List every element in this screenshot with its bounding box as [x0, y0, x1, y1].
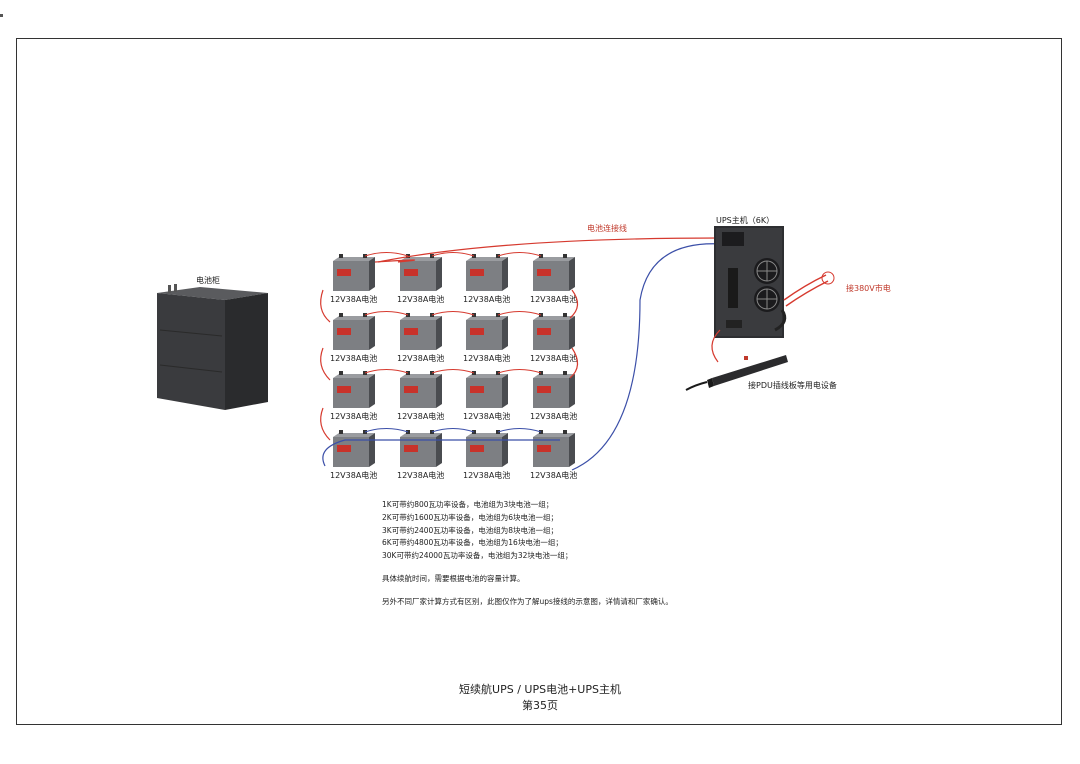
battery-label: 12V38A电池: [463, 353, 510, 363]
note-line: 30K可带约24000瓦功率设备，电池组为32块电池一组；: [382, 551, 573, 561]
series-link-wire: [364, 311, 409, 316]
battery-unit: 12V38A电池: [330, 313, 377, 363]
footer-page-number: 第35页: [522, 699, 558, 712]
battery-label: 12V38A电池: [397, 294, 444, 304]
battery-label: 12V38A电池: [530, 411, 577, 421]
battery-unit: 12V38A电池: [463, 430, 510, 480]
series-link-wire: [497, 311, 542, 316]
battery-label: 12V38A电池: [530, 294, 577, 304]
battery-label: 12V38A电池: [397, 353, 444, 363]
series-link-wire: [431, 311, 475, 316]
series-link-wire: [431, 252, 475, 257]
battery-label: 12V38A电池: [330, 353, 377, 363]
battery-label: 12V38A电池: [397, 470, 444, 480]
battery-label: 12V38A电池: [330, 294, 377, 304]
wire-negative: [571, 243, 723, 471]
footer-title: 短续航UPS / UPS电池+UPS主机: [459, 683, 621, 696]
battery-unit: 12V38A电池: [530, 430, 577, 480]
ups-label: UPS主机（6K）: [716, 215, 774, 225]
wiring: [320, 237, 723, 471]
battery-unit: 12V38A电池: [463, 313, 510, 363]
wire-row-link-6: [322, 439, 560, 467]
battery-unit: 12V38A电池: [330, 254, 377, 304]
notes-lines: 1K可带约800瓦功率设备，电池组为3块电池一组； 2K可带约1600瓦功率设备，…: [382, 499, 673, 563]
corner-mark: [0, 14, 3, 17]
battery-label: 12V38A电池: [463, 294, 510, 304]
battery-label: 12V38A电池: [463, 470, 510, 480]
wire-row-link-1: [320, 289, 331, 323]
battery-unit: 12V38A电池: [463, 371, 510, 421]
battery-unit: 12V38A电池: [397, 371, 444, 421]
series-link-wire: [497, 428, 542, 433]
series-link-wire: [364, 428, 409, 433]
battery-label: 12V38A电池: [330, 411, 377, 421]
page-frame: [16, 38, 1062, 725]
battery-label: 12V38A电池: [530, 353, 577, 363]
load-label: 接PDU插线板等用电设备: [748, 380, 837, 390]
wire-row-link-3: [320, 347, 331, 381]
series-link-wire: [497, 252, 542, 257]
note-line: 1K可带约800瓦功率设备，电池组为3块电池一组；: [382, 500, 554, 509]
series-link-wire: [431, 428, 475, 433]
series-link-wire: [364, 252, 409, 257]
mains-connection: 接380V市电: [783, 271, 891, 307]
battery-label: 12V38A电池: [330, 470, 377, 480]
battery-label: 12V38A电池: [463, 411, 510, 421]
battery-label: 12V38A电池: [397, 411, 444, 421]
battery-unit: 12V38A电池: [397, 430, 444, 480]
note-vendor: 另外不同厂家计算方式有区别，此图仅作为了解ups接线的示意图，详情请和厂家确认。: [382, 596, 673, 606]
series-link-wire: [497, 369, 542, 374]
cable-label: 电池连接线: [587, 223, 627, 233]
battery-unit: 12V38A电池: [463, 254, 510, 304]
wire-positive: [377, 237, 721, 263]
battery-unit: 12V38A电池: [530, 371, 577, 421]
note-calc: 具体续航时间，需要根据电池的容量计算。: [382, 573, 525, 583]
note-line: 2K可带约1600瓦功率设备，电池组为6块电池一组；: [382, 512, 559, 522]
series-link-wire: [364, 369, 409, 374]
battery-unit: 12V38A电池: [530, 313, 577, 363]
battery-grid: 12V38A电池 12V38A电池 12V38A电池 12V38A电池 12V38A电池…: [330, 252, 577, 480]
battery-unit: 12V38A电池: [397, 313, 444, 363]
wire-row-link-2: [569, 289, 579, 319]
wire-link: [374, 259, 415, 263]
note-line: 3K可带约2400瓦功率设备，电池组为8块电池一组；: [382, 525, 559, 535]
note-line: 6K可带约4800瓦功率设备，电池组为16块电池一组；: [382, 538, 563, 548]
battery-unit: 12V38A电池: [330, 430, 377, 480]
battery-unit: 12V38A电池: [530, 254, 577, 304]
battery-cabinet: 电池柜: [157, 275, 268, 410]
ups-unit: UPS主机（6K）: [714, 215, 787, 338]
wire-row-link-4: [569, 347, 579, 379]
notes-block: 1K可带约800瓦功率设备，电池组为3块电池一组； 2K可带约1600瓦功率设备，…: [382, 499, 673, 609]
battery-label: 12V38A电池: [530, 470, 577, 480]
pdu-strip: 接PDU插线板等用电设备: [685, 329, 837, 391]
battery-unit: 12V38A电池: [397, 254, 444, 304]
battery-unit: 12V38A电池: [330, 371, 377, 421]
mains-label: 接380V市电: [846, 283, 891, 293]
battery-cabinet-label: 电池柜: [196, 275, 220, 285]
wire-row-link-5: [320, 407, 331, 441]
series-link-wire: [431, 369, 475, 374]
